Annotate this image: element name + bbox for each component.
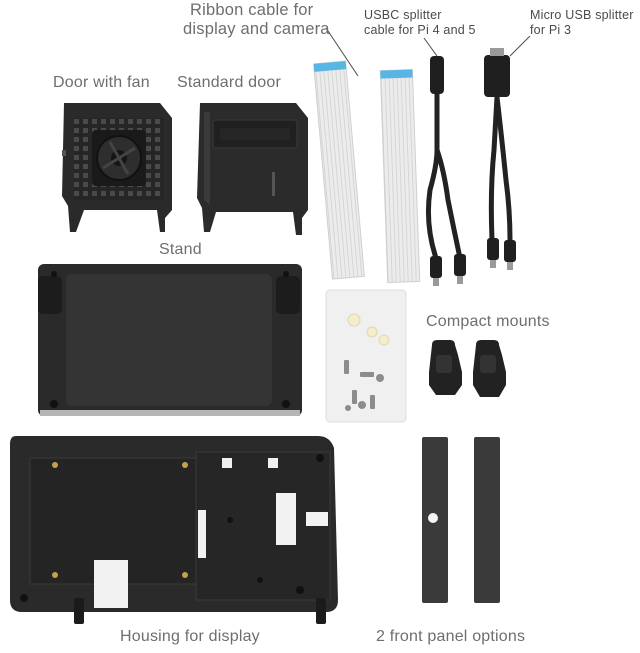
housing-for-display (10, 436, 338, 624)
door-with-fan-label: Door with fan (53, 74, 150, 91)
usbc-splitter-label-line2: cable for Pi 4 and 5 (364, 23, 476, 37)
housing-label: Housing for display (120, 628, 260, 645)
standard-door-label: Standard door (177, 74, 282, 91)
standard-door (197, 103, 308, 235)
ribbon-cable-label-line2: display and camera (183, 20, 330, 38)
door-with-fan (62, 103, 172, 232)
micro-usb-splitter-cable (484, 48, 516, 270)
ribbon-cable-label-line1: Ribbon cable for (190, 1, 314, 19)
micro-usb-splitter-label-line1: Micro USB splitter (530, 8, 634, 22)
usbc-splitter-label-line1: USBC splitter (364, 8, 442, 22)
stand-label: Stand (159, 241, 202, 258)
ribbon-cables (313, 60, 421, 284)
front-panel-options (422, 437, 500, 603)
micro-usb-splitter-label-line2: for Pi 3 (530, 23, 572, 37)
front-panel-label: 2 front panel options (376, 628, 526, 645)
compact-mounts (429, 340, 506, 397)
stand (38, 264, 302, 416)
label-leader-lines (325, 27, 531, 77)
screw-bag (325, 289, 407, 423)
usbc-splitter-cable (425, 56, 466, 286)
compact-mounts-label: Compact mounts (426, 313, 550, 330)
